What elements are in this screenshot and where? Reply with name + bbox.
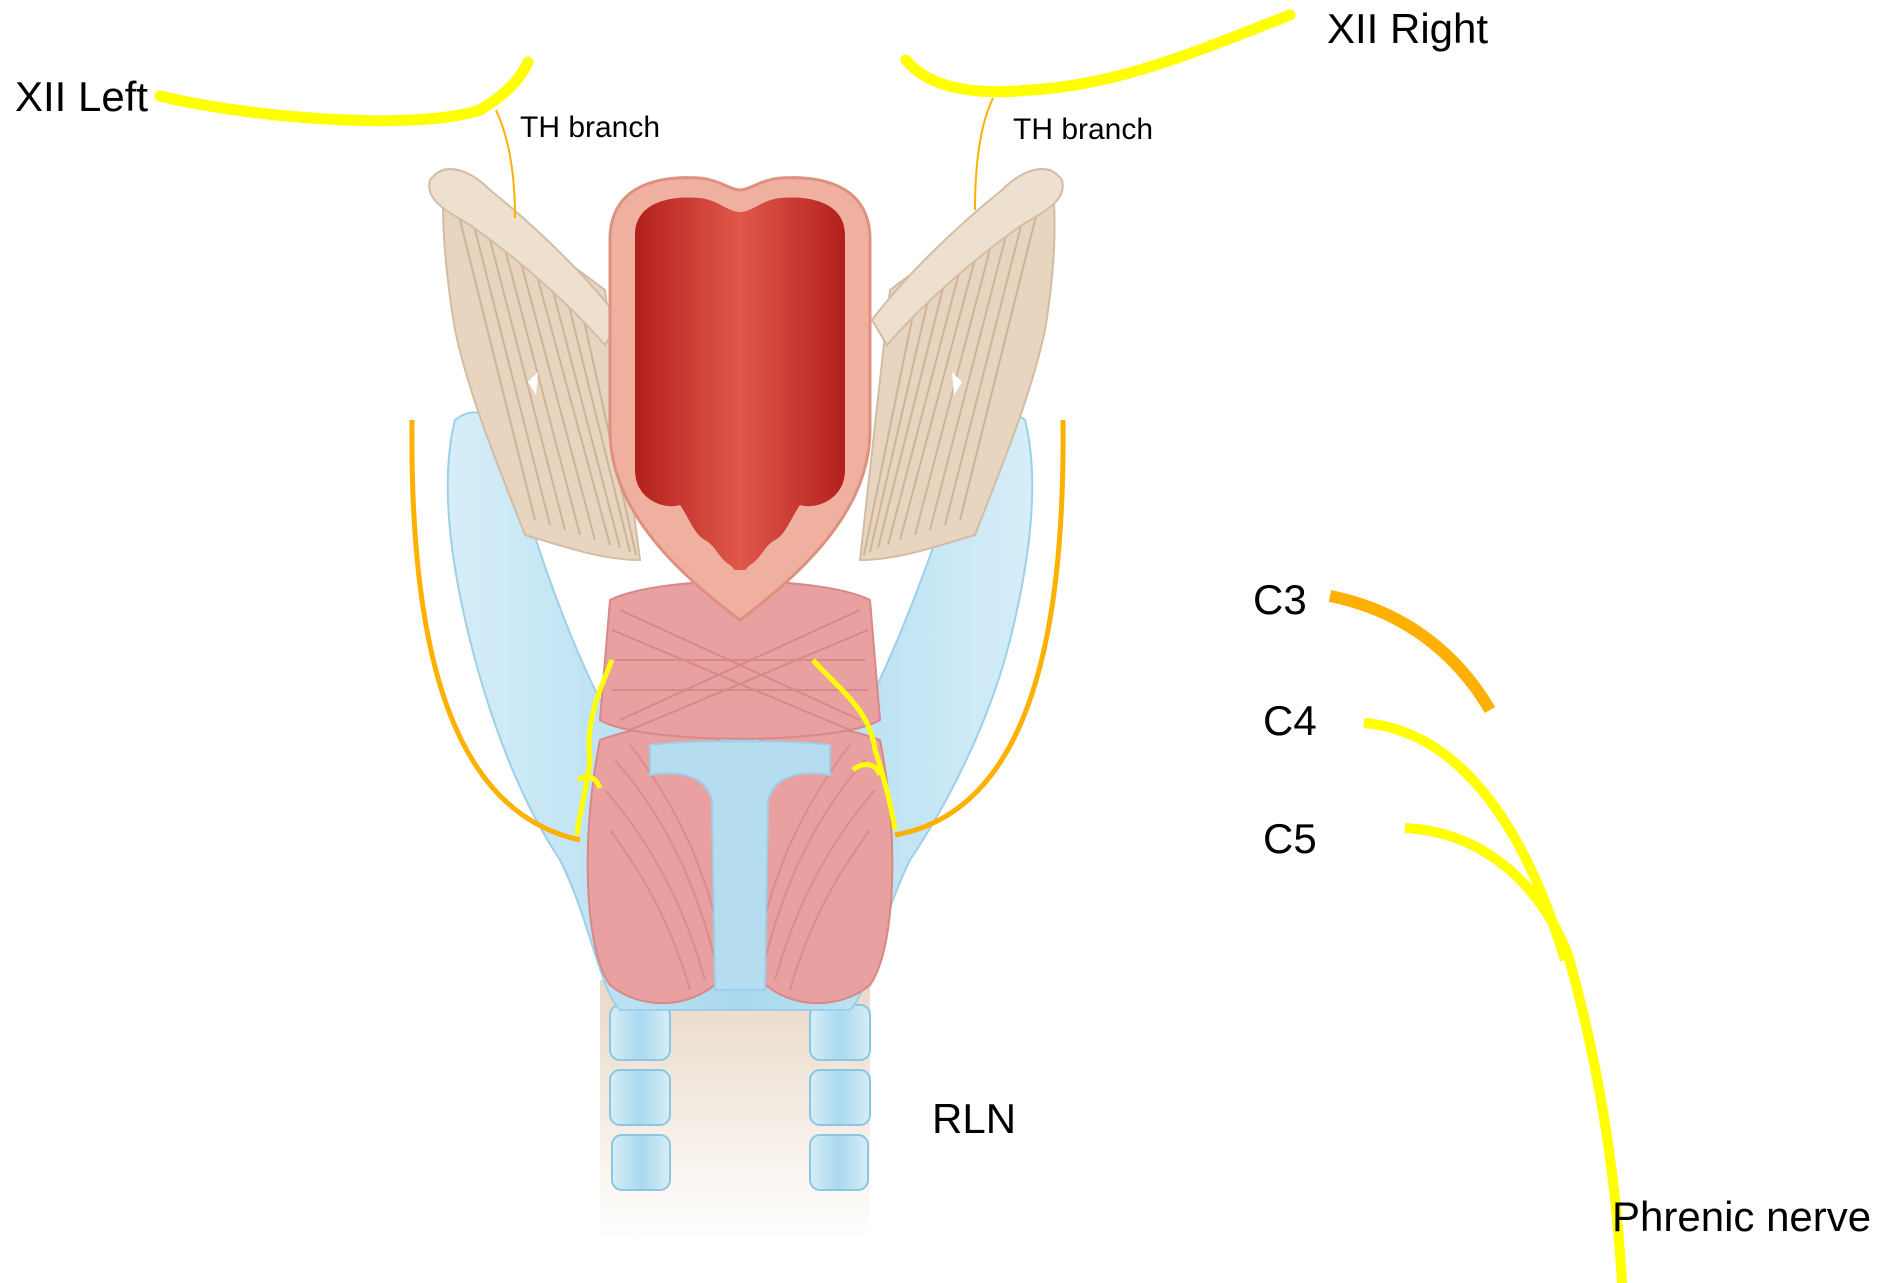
label-phrenic-nerve: Phrenic nerve	[1612, 1196, 1871, 1238]
label-xii-left: XII Left	[15, 76, 148, 118]
label-rln: RLN	[932, 1098, 1016, 1140]
c3-root	[1330, 596, 1490, 710]
xii-right-nerve	[906, 15, 1290, 92]
th-branch-right-nerve	[975, 98, 993, 210]
label-th-branch-left: TH branch	[520, 113, 660, 143]
label-xii-right: XII Right	[1327, 8, 1488, 50]
xii-left-nerve	[160, 62, 528, 121]
label-c5: C5	[1263, 818, 1317, 860]
label-c4: C4	[1263, 700, 1317, 742]
label-c3: C3	[1253, 579, 1307, 621]
label-th-branch-right: TH branch	[1013, 115, 1153, 145]
laryngeal-inlet	[610, 178, 870, 620]
